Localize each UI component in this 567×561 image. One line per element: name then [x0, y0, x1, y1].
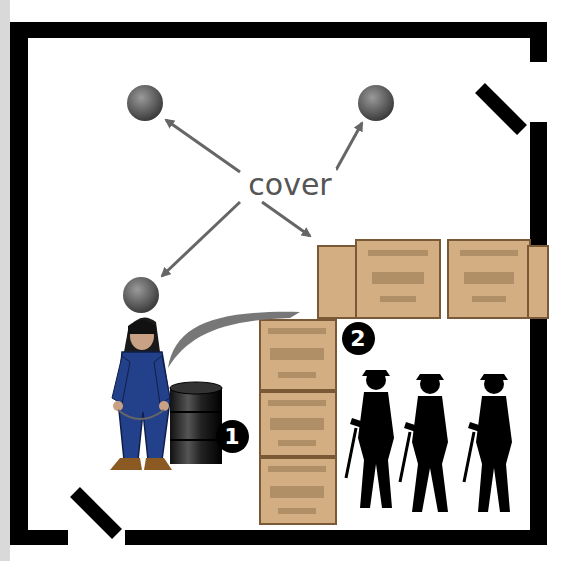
door: [480, 88, 522, 130]
pillar-cover: [127, 85, 163, 121]
pillar-cover: [358, 85, 394, 121]
move-arrow: [168, 312, 300, 368]
pillar-cover: [123, 277, 159, 313]
soldier-silhouettes: [346, 370, 512, 512]
prisoner-figure: [110, 318, 172, 471]
barrel: [170, 382, 222, 464]
room-walls: [10, 22, 547, 545]
callout-number: 1: [216, 420, 249, 453]
callout-text: 1: [224, 424, 239, 449]
crates: [260, 240, 548, 524]
callout-text: 2: [350, 326, 365, 351]
margin-strip: [0, 0, 10, 561]
callout-number: 2: [342, 322, 375, 355]
crate-marks: [268, 250, 518, 514]
door: [75, 492, 117, 534]
cover-label: cover: [244, 168, 335, 201]
